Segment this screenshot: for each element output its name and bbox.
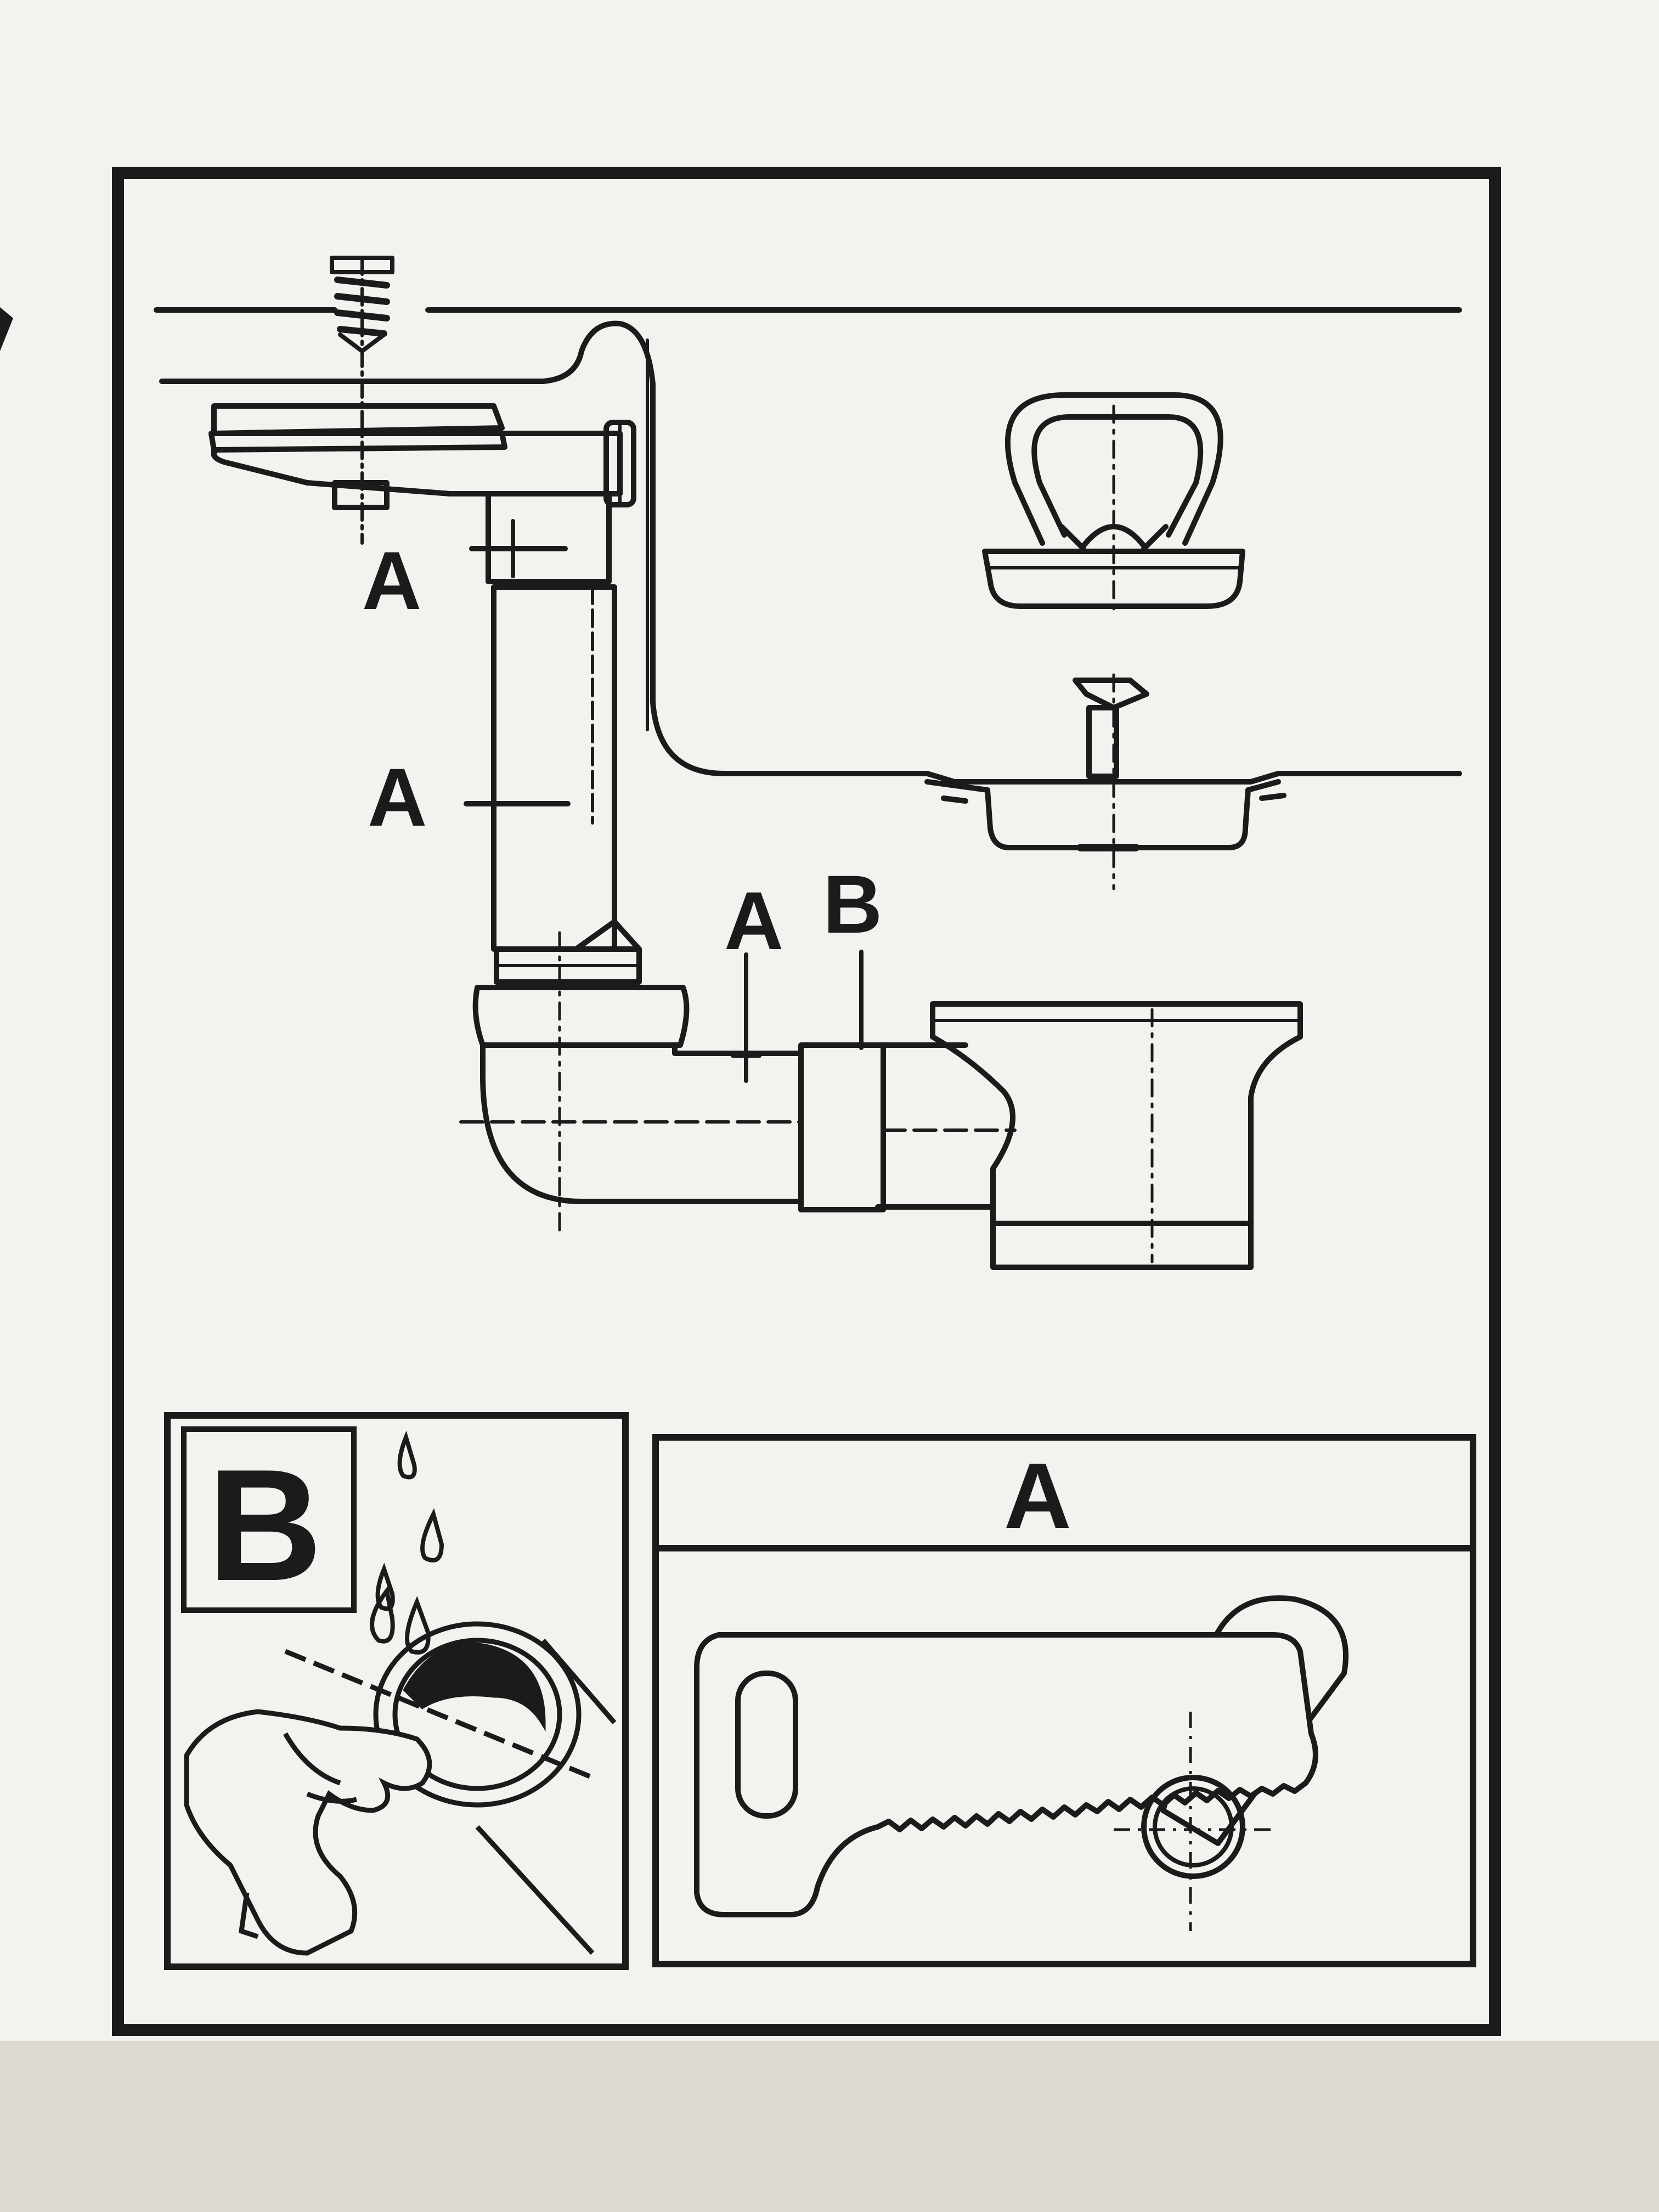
outer-frame: [112, 167, 1501, 2036]
panel-a: A: [652, 1434, 1476, 1967]
screw-icon: [330, 256, 394, 545]
label-b: B: [823, 858, 882, 950]
wrench-icon: [694, 1595, 1349, 1931]
elbow-pipe: [459, 931, 804, 1236]
trap-cup: [875, 1001, 1303, 1270]
wrench-ring: [1141, 1775, 1245, 1879]
hand-icon: [184, 1709, 432, 1956]
drain-assembly-drawing: [154, 256, 1462, 1270]
overflow-housing: [208, 403, 636, 510]
drain-hole: [284, 1621, 617, 1955]
b-connector: [798, 950, 968, 1212]
panel-b-badge: [181, 1426, 357, 1613]
label-a-bottom: A: [724, 874, 783, 967]
panel-a-frame: [652, 1434, 1476, 1967]
water-drops-icon: [370, 1430, 444, 1655]
paper-left-mark: [0, 307, 13, 351]
paper-bottom-edge: [0, 2041, 1659, 2212]
panel-a-title: A: [1004, 1444, 1071, 1548]
slip-nut: [472, 946, 690, 1048]
panel-b-title: B: [207, 1436, 322, 1614]
panel-b-frame: [164, 1412, 629, 1970]
plug-icon: [982, 392, 1245, 611]
label-a-top: A: [362, 534, 421, 627]
label-a-middle: A: [368, 751, 427, 843]
panel-b: B: [164, 1412, 629, 1970]
overflow-connector: [469, 491, 612, 584]
sink-bowl-outline: [159, 320, 1462, 785]
wrench-slot: [735, 1671, 798, 1819]
strainer-icon: [924, 673, 1286, 890]
